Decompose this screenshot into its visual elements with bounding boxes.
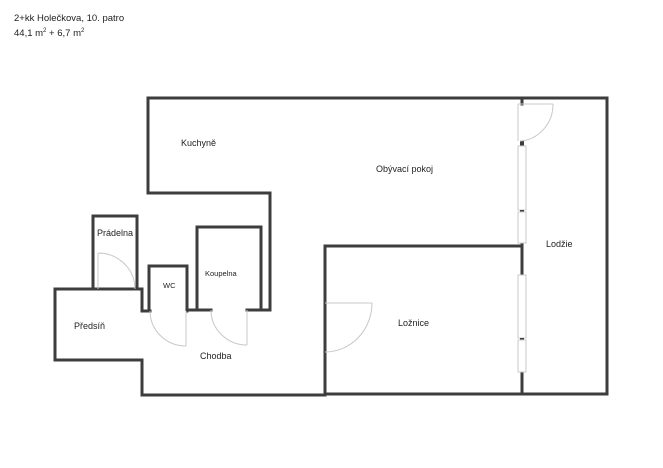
room-label-koupelna: Koupelna [205,269,237,278]
door-wc [149,310,187,347]
room-label-pradelna: Prádelna [97,228,134,238]
door-koupelna [210,309,248,346]
door-loznice [324,302,373,353]
door-pradelna [97,252,136,290]
room-label-wc: WC [163,281,176,290]
floorplan-area: 44,1 m2 + 6,7 m2 [14,28,85,40]
room-label-chodba: Chodba [200,351,232,361]
walls [53,96,609,397]
room-label-loznice: Ložnice [398,318,430,328]
room-label-predsin: Předsíň [74,321,106,331]
floorplan-header: 2+kk Holečkova, 10. patro 44,1 m2 + 6,7 … [14,13,124,40]
room-label-obyvaci-pokoj: Obývací pokoj [376,164,434,174]
room-label-kuchyne: Kuchyně [181,138,217,148]
floorplan-title: 2+kk Holečkova, 10. patro [14,13,125,24]
door-lodzie [517,103,554,142]
room-label-lodzie: Lodžie [546,239,573,249]
loggia-windows [517,141,527,373]
